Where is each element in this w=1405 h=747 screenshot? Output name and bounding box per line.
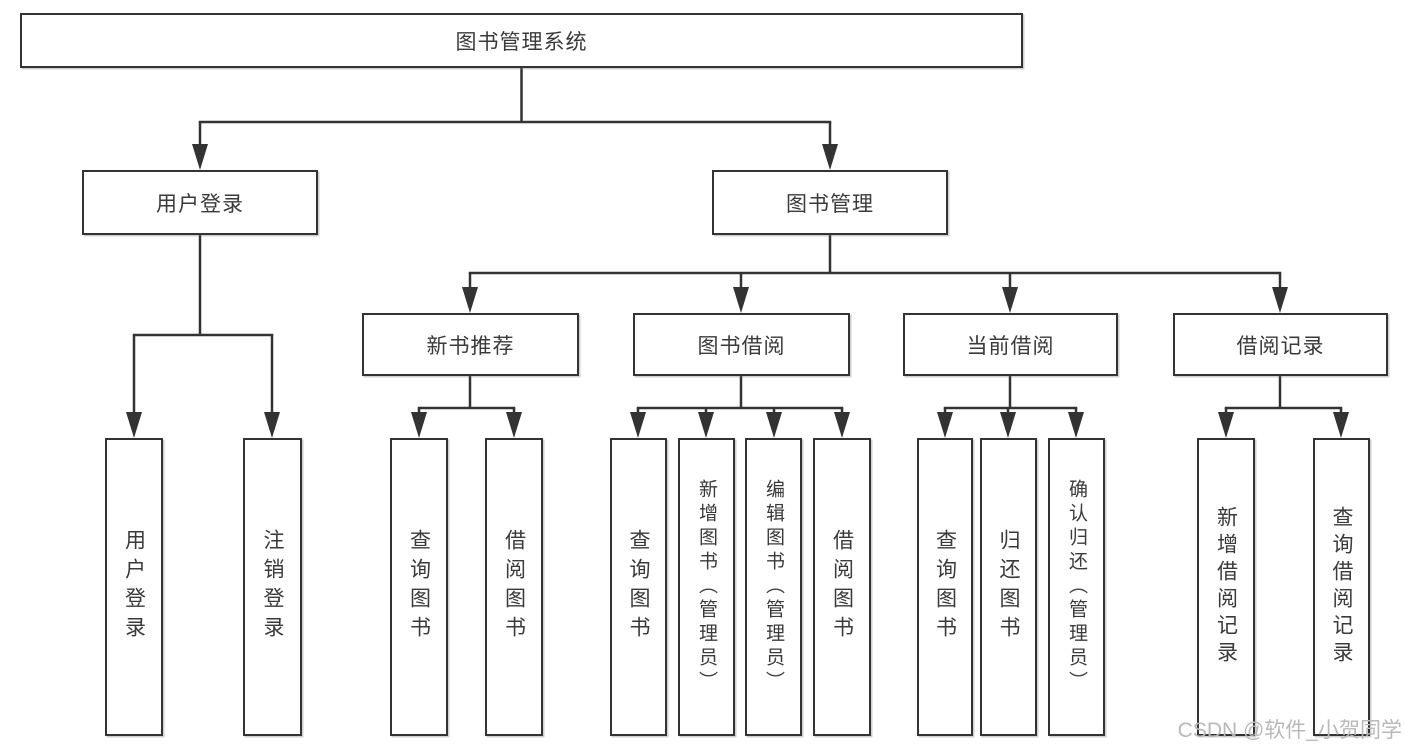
node-label: 用户登录 [122,529,146,645]
node-label: 用户登录 [156,192,244,216]
leaf-return-books: 归还图书 [980,438,1037,736]
leaf-borrow-books: 借阅图书 [813,438,871,736]
leaf-user-login: 用户登录 [105,438,163,736]
node-label: 新书推荐 [426,334,515,358]
node-book-management: 图书管理 [712,170,948,235]
node-label: 图书管理系统 [455,30,588,54]
node-user-login: 用户登录 [82,170,318,235]
node-label: 新增图书（管理员） [696,479,717,695]
node-label: 归还图书 [997,529,1020,645]
node-label: 编辑图书（管理员） [763,479,784,695]
node-label: 查询图书 [407,529,431,645]
node-label: 借阅记录 [1236,334,1325,358]
node-current-borrowing: 当前借阅 [903,313,1118,376]
leaf-query-books-current: 查询图书 [917,438,973,736]
node-label: 图书管理 [786,192,874,216]
csdn-watermark: CSDN @软件_小贺同学 [1177,719,1402,742]
node-label: 注销登录 [261,529,284,645]
node-borrowing-records: 借阅记录 [1173,313,1388,376]
node-label: 借阅图书 [830,529,854,645]
node-label: 当前借阅 [966,334,1055,358]
leaf-confirm-return-admin: 确认归还（管理员） [1048,438,1105,736]
node-label: 新增借阅记录 [1214,506,1238,668]
node-label: 查询图书 [933,529,957,645]
leaf-edit-books-admin: 编辑图书（管理员） [745,438,802,736]
leaf-query-books-recommend: 查询图书 [390,438,448,736]
node-label: 图书借阅 [697,334,786,358]
node-new-book-recommendation: 新书推荐 [362,313,579,376]
leaf-add-borrow-record: 新增借阅记录 [1197,438,1255,736]
node-label: 查询图书 [627,529,650,645]
node-label: 借阅图书 [502,529,526,645]
leaf-logout-login: 注销登录 [243,438,302,736]
node-label: 查询借阅记录 [1330,506,1353,668]
node-library-management-system: 图书管理系统 [20,13,1023,68]
leaf-add-books-admin: 新增图书（管理员） [678,438,735,736]
leaf-borrow-books-recommend: 借阅图书 [485,438,543,736]
leaf-query-books-borrow: 查询图书 [610,438,667,736]
node-label: 确认归还（管理员） [1066,479,1087,695]
node-book-borrowing: 图书借阅 [633,313,850,376]
leaf-query-borrow-record: 查询借阅记录 [1313,438,1370,736]
